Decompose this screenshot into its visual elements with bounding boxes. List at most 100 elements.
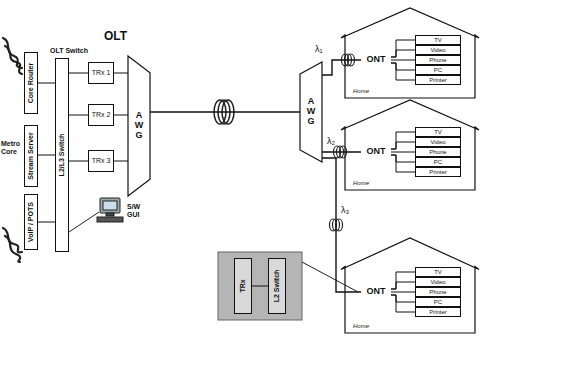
home-outline: Home ONT TV VideoPhonePC Printer [345,100,475,190]
node-label: L2 Switch [273,270,281,303]
node-label: PC [434,299,442,306]
equipment-box: TRx [234,258,252,314]
ont-label: ONT [361,286,391,298]
equipment-box: L2 Switch [268,258,286,314]
device-box: TRx 3 [88,150,114,172]
awg-trapezoid: AWG [300,62,322,162]
device-box: Printer [415,307,461,317]
device-box: TV [415,267,461,277]
node-label: AWG [135,111,144,141]
device-box: Video [415,45,461,55]
connector [391,155,415,172]
connector [391,40,415,57]
connector [391,63,415,70]
node-label: L2/L3 Switch [58,134,66,177]
fiber-coil [330,219,343,231]
cable-bundle [5,46,22,74]
connector [391,272,415,289]
connector [391,63,415,80]
device-box: PC [415,297,461,307]
node-label: Printer [429,309,447,316]
free-label: OLT [104,30,127,43]
connector [38,83,55,84]
home-label: Home [353,323,369,330]
home-outline [341,238,479,333]
wavelength-label: λ₁ [314,44,324,54]
connector [391,152,415,153]
connector [38,155,55,156]
node-label: ONT [367,147,386,157]
device-box: Video [415,277,461,287]
equipment-box: Stream Server [24,125,38,187]
node-label: ONT [367,287,386,297]
node-label: PC [434,159,442,166]
device-box: PC [415,157,461,167]
node-label: TRx 3 [92,157,111,165]
home-outline [341,100,479,190]
awg-trapezoid [300,62,322,162]
node-label: TV [434,37,442,44]
node-label: Phone [429,289,446,296]
device-box: TRx 1 [88,62,114,84]
node-label: Core Router [27,63,35,103]
node-label: ONT [367,55,386,65]
device-box: TRx 2 [88,104,114,126]
node-label: TRx [239,279,247,292]
device-box: Printer [415,75,461,85]
box-heading: OLT Switch [50,47,88,55]
device-box: Phone [415,55,461,65]
device-box: Video [415,137,461,147]
connector [391,295,415,312]
connector [391,60,415,61]
connector [391,50,415,57]
equipment-box: Core Router [24,52,38,114]
fiber-coil [342,54,355,66]
connector [114,115,128,116]
home-outline [341,8,479,98]
node-label: Video [430,139,445,146]
node-label: Stream Server [27,132,35,179]
connector [391,142,415,149]
equipment-box: OLT SwitchL2/L3 Switch [55,58,69,252]
wavelength-label: λ₂ [326,136,336,146]
connector [391,295,415,302]
fiber-link [322,158,361,292]
ont-label: ONT [361,146,391,158]
awg-trapezoid [128,56,150,196]
node-label: TV [434,269,442,276]
node-label: TV [434,129,442,136]
home-label: Home [353,180,369,187]
connector [69,161,88,162]
connector [69,73,88,74]
cable-bundle [3,228,22,252]
free-label: Metro Core [1,140,23,155]
device-box: PC [415,65,461,75]
connector [391,292,415,293]
node-label: Printer [429,169,447,176]
connector [391,132,415,149]
awg-trapezoid: AWG [128,56,150,196]
node-label: AWG [307,97,316,127]
gui-link [69,212,99,232]
cable-bundle [5,236,20,262]
connector [114,73,128,74]
connector [38,222,55,223]
node-label: Phone [429,149,446,156]
node-label: Video [430,47,445,54]
connector [391,282,415,289]
connector [114,161,128,162]
home-outline: HomeONTTVVideoPhonePCPrinter [345,8,475,98]
connector [150,111,300,112]
free-label: S/W GUI [127,203,149,218]
connector [69,115,88,116]
equipment-box: VoIP / POTS [24,194,38,250]
computer-icon [97,198,123,222]
ont-label: ONT [361,54,391,66]
device-box: TV [415,127,461,137]
connector [252,286,268,287]
wavelength-label: λ₃ [340,205,350,215]
node-label: Printer [429,77,447,84]
node-label: Phone [429,57,446,64]
inset-panel [218,252,302,320]
fiber-link [322,151,361,152]
